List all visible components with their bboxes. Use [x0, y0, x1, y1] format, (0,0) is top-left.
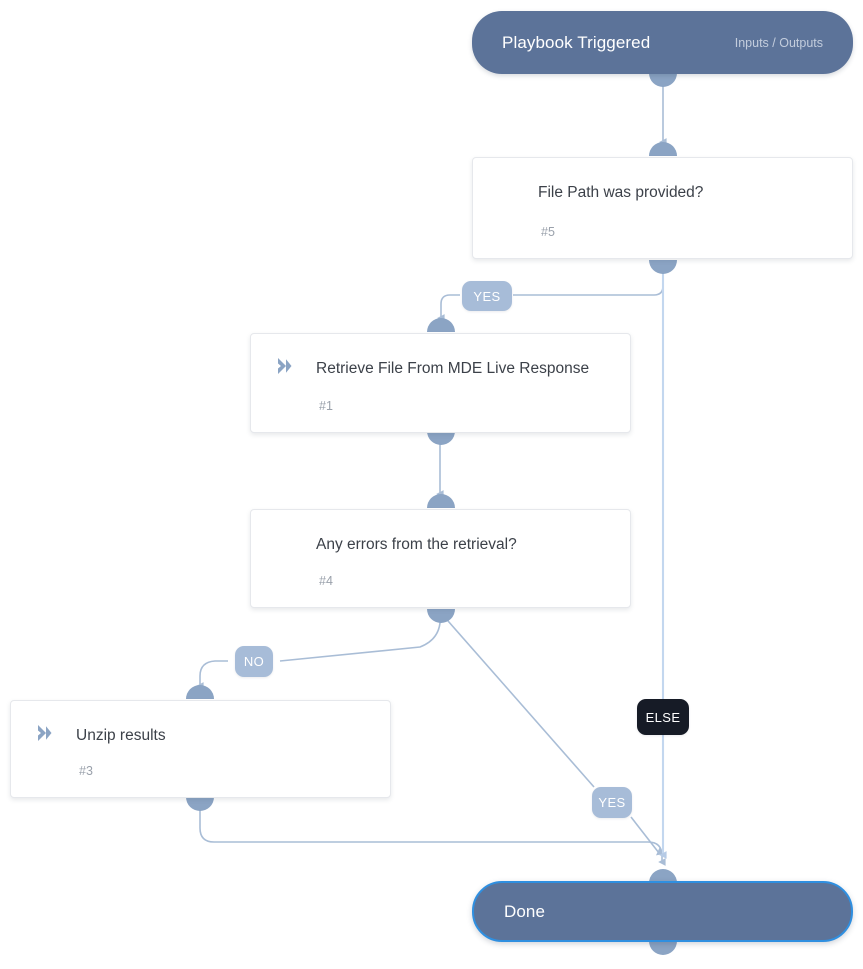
edge-errors-yes-to-done — [630, 816, 665, 856]
node-step-number: #1 — [319, 399, 333, 413]
node-done[interactable]: Done — [472, 881, 853, 942]
port-errors-in — [427, 494, 455, 508]
node-unzip-results[interactable]: Unzip results #3 — [10, 700, 391, 798]
edge-label-text: YES — [473, 288, 501, 304]
edge-label-text: YES — [598, 795, 626, 810]
node-step-number: #3 — [79, 764, 93, 778]
edge-filepath-yes-left — [437, 294, 460, 322]
node-step-number: #4 — [319, 574, 333, 588]
node-title: Any errors from the retrieval? — [316, 536, 517, 553]
node-title: Unzip results — [76, 727, 166, 744]
edge-label-filepath-else[interactable]: ELSE — [637, 699, 689, 735]
node-title: Retrieve File From MDE Live Response — [316, 360, 590, 377]
port-filepath-out — [649, 260, 677, 274]
edge-label-text: NO — [243, 654, 265, 669]
diamond-icon — [273, 530, 301, 558]
port-errors-out — [427, 609, 455, 623]
node-playbook-triggered[interactable]: Playbook Triggered Inputs / Outputs — [472, 11, 853, 74]
edge-errors-no-left — [279, 612, 441, 662]
port-trigger-out — [649, 73, 677, 87]
node-any-errors-from-the-retrieval[interactable]: Any errors from the retrieval? #4 — [250, 509, 631, 608]
node-title: Playbook Triggered — [502, 32, 651, 52]
chevron-right-icon — [33, 721, 61, 749]
edge-label-errors-yes[interactable]: YES — [592, 787, 632, 818]
edge-errors-no-toUnzip — [196, 660, 228, 690]
edge-errors-yes-diagonal — [440, 612, 595, 788]
diamond-icon — [495, 178, 523, 206]
node-inputs-outputs-label[interactable]: Inputs / Outputs — [734, 35, 823, 50]
port-retrieve-out — [427, 431, 455, 445]
port-unzip-in — [186, 685, 214, 699]
port-retrieve-in — [427, 318, 455, 332]
node-step-number: #5 — [541, 225, 555, 239]
port-filepath-in — [649, 142, 677, 156]
edge-filepath-yes-right — [513, 263, 664, 296]
edge-label-errors-no[interactable]: NO — [235, 646, 273, 677]
node-retrieve-file-from-mde-live-response[interactable]: Retrieve File From MDE Live Response #1 — [237, 333, 631, 752]
port-done-out — [649, 941, 677, 955]
port-unzip-out — [186, 797, 214, 811]
chevron-right-icon — [273, 354, 301, 382]
node-title: File Path was provided? — [538, 184, 704, 201]
edge-label-text: ELSE — [645, 709, 681, 725]
node-file-path-was-provided[interactable]: File Path was provided? #5 — [459, 157, 853, 398]
edge-label-filepath-yes[interactable]: YES — [462, 281, 512, 311]
node-title: Done — [504, 901, 546, 921]
